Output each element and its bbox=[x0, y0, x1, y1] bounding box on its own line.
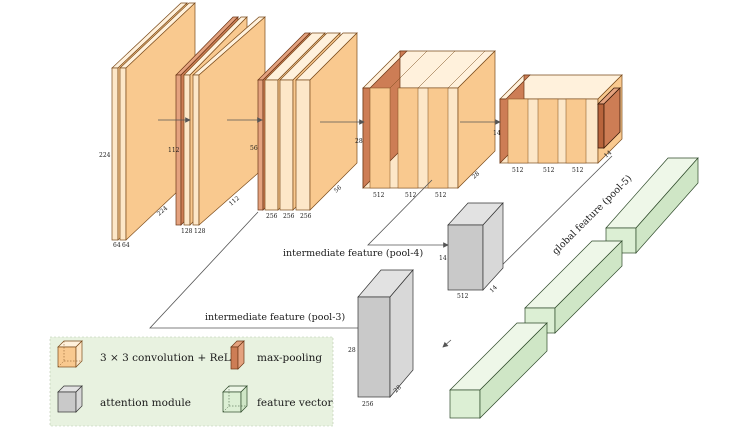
att3-side-label: 28 bbox=[348, 347, 356, 354]
legend-attention-label: attention module bbox=[100, 397, 191, 409]
att3-depth-label: 28 bbox=[392, 384, 402, 394]
conv-slab bbox=[427, 87, 449, 189]
attention-module-pool3: 28 256 28 bbox=[348, 269, 414, 408]
feature-vector-pool4 bbox=[524, 240, 623, 334]
conv-slab bbox=[192, 16, 266, 226]
conv-block-5: 14 28 512 512 512 14 bbox=[471, 74, 623, 181]
conv-block-3: 56 112 256 256 256 bbox=[228, 32, 358, 220]
legend-box bbox=[49, 336, 334, 427]
conv-slab bbox=[565, 98, 587, 164]
block3-channels-label: 256 bbox=[266, 213, 278, 220]
arrow-icon bbox=[442, 339, 452, 348]
conv-slab bbox=[369, 87, 391, 189]
conv-slab bbox=[295, 32, 358, 211]
conv-block-4: 28 56 512 512 512 bbox=[333, 50, 496, 199]
pool4-connector bbox=[367, 179, 449, 248]
pool3-connector bbox=[149, 211, 367, 331]
block4-channels-label: 512 bbox=[373, 192, 385, 199]
intermediate-pool4-label: intermediate feature (pool-4) bbox=[283, 248, 423, 259]
block1-channels-label: 64 bbox=[113, 242, 121, 249]
attention-module-icon bbox=[57, 385, 83, 413]
block5-side-label: 14 bbox=[493, 130, 501, 137]
att4-channels-label: 512 bbox=[457, 293, 469, 300]
feature-vector-icon bbox=[222, 385, 248, 413]
block4-channels-label: 512 bbox=[435, 192, 447, 199]
feature-vector-global bbox=[605, 157, 699, 254]
block5-channels-label: 512 bbox=[543, 167, 555, 174]
intermediate-pool3-label: intermediate feature (pool-3) bbox=[205, 312, 345, 323]
maxpool-icon bbox=[230, 340, 245, 370]
legend-feature-label: feature vector bbox=[257, 397, 333, 409]
att4-depth-label: 14 bbox=[488, 284, 498, 294]
block1-side-label: 224 bbox=[99, 152, 111, 159]
conv-slab bbox=[537, 98, 559, 164]
attention-module-pool4: 14 512 14 bbox=[439, 202, 504, 300]
feature-vector-pool3 bbox=[449, 322, 548, 419]
block4-channels-label: 512 bbox=[405, 192, 417, 199]
block5-channels-label: 512 bbox=[512, 167, 524, 174]
block5-depth-label: 28 bbox=[471, 170, 481, 180]
block2-channels-label: 128 bbox=[194, 228, 206, 235]
flow-arrows bbox=[158, 117, 501, 125]
conv-block-2: 112 224 128 128 bbox=[156, 16, 266, 235]
block3-channels-label: 256 bbox=[300, 213, 312, 220]
conv-slab bbox=[507, 98, 529, 164]
pool5-maxpool-slab bbox=[597, 87, 621, 149]
block1-channels-label: 64 bbox=[122, 242, 130, 249]
block4-side-label: 28 bbox=[355, 138, 363, 145]
conv-slab bbox=[397, 87, 419, 189]
att3-channels-label: 256 bbox=[362, 401, 374, 408]
pool5-depth-label: 14 bbox=[603, 149, 613, 159]
block4-side bbox=[457, 50, 496, 189]
legend: 3 × 3 convolution + ReLU max-pooling att… bbox=[49, 336, 334, 427]
block2-side-label: 112 bbox=[168, 147, 180, 154]
conv-block-icon bbox=[57, 340, 83, 368]
legend-conv-label: 3 × 3 convolution + ReLU bbox=[100, 352, 239, 364]
block2-channels-label: 128 bbox=[181, 228, 193, 235]
legend-maxpool-label: max-pooling bbox=[257, 352, 322, 364]
block4-depth-label: 56 bbox=[333, 184, 343, 194]
block3-side-label: 56 bbox=[250, 145, 258, 152]
block3-channels-label: 256 bbox=[283, 213, 295, 220]
block5-channels-label: 512 bbox=[572, 167, 584, 174]
att4-side-label: 14 bbox=[439, 255, 447, 262]
